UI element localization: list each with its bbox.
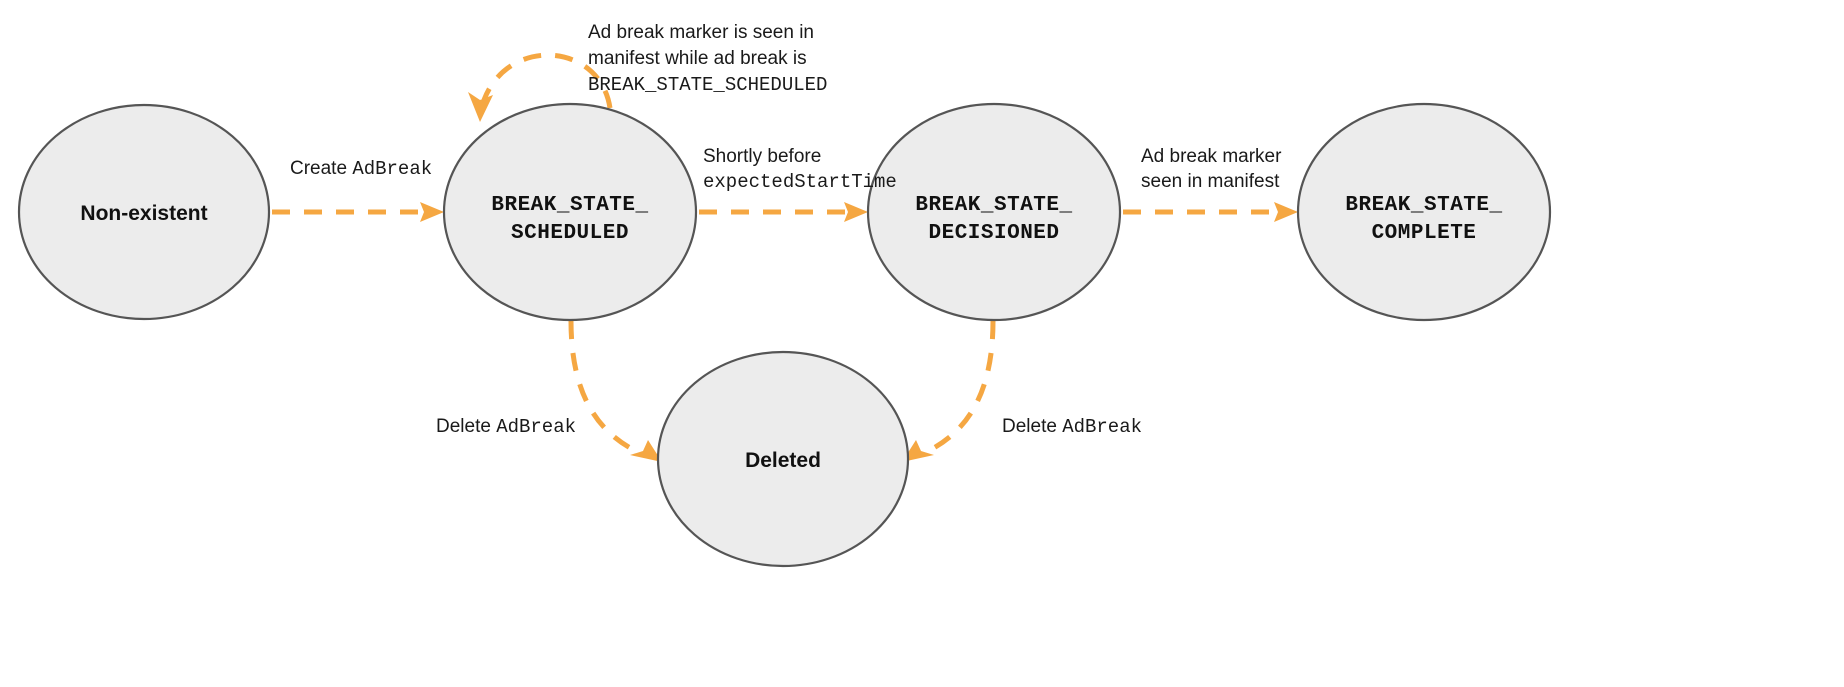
edge-delete-from-scheduled: [568, 320, 662, 462]
edge-label-shortly-before-line2: expectedStartTime: [703, 171, 897, 193]
edge-label-marker-seen-manifest: Ad break marker seen in manifest: [1141, 146, 1282, 192]
edge-create-adbreak-arrowhead: [420, 202, 444, 222]
edge-label-delete-from-decisioned: Delete AdBreak: [1002, 416, 1142, 438]
edge-label-create-adbreak: Create AdBreak: [290, 158, 432, 180]
edge-label-self-loop-line2: manifest while ad break is: [588, 48, 807, 69]
node-non-existent[interactable]: Non-existent: [17, 103, 271, 321]
node-break-state-complete-label-line2: COMPLETE: [1372, 222, 1477, 245]
edge-label-self-loop-line1: Ad break marker is seen in: [588, 22, 814, 43]
edge-marker-seen-manifest-arrowhead: [1274, 202, 1298, 222]
node-non-existent-label: Non-existent: [80, 202, 207, 225]
edge-shortly-before-arrowhead: [844, 202, 868, 222]
node-break-state-complete-shape[interactable]: [1296, 102, 1552, 322]
node-break-state-decisioned-shape[interactable]: [866, 102, 1122, 322]
edge-label-delete-from-scheduled: Delete AdBreak: [436, 416, 576, 438]
edge-delete-from-scheduled-path: [568, 320, 640, 455]
node-break-state-scheduled-label-line2: SCHEDULED: [511, 222, 629, 245]
node-break-state-decisioned[interactable]: BREAK_STATE_ DECISIONED: [866, 102, 1122, 322]
edge-self-loop-marker-seen-arrowhead: [468, 92, 493, 122]
edge-delete-from-scheduled-arrowhead: [630, 440, 662, 462]
edge-label-marker-seen-manifest-line1: Ad break marker: [1141, 146, 1282, 167]
edge-create-adbreak: [272, 202, 444, 222]
node-deleted-label: Deleted: [745, 449, 821, 472]
edge-label-self-loop-line3: BREAK_STATE_SCHEDULED: [588, 74, 827, 96]
edge-self-loop-marker-seen: [468, 52, 613, 122]
edge-label-shortly-before: Shortly before expectedStartTime: [703, 146, 897, 193]
edge-label-self-loop-marker-seen: Ad break marker is seen in manifest whil…: [588, 22, 827, 96]
edge-marker-seen-manifest: [1123, 202, 1298, 222]
node-break-state-complete[interactable]: BREAK_STATE_ COMPLETE: [1296, 102, 1552, 322]
node-break-state-scheduled-shape[interactable]: [442, 102, 698, 322]
node-break-state-scheduled[interactable]: BREAK_STATE_ SCHEDULED: [442, 102, 698, 322]
node-break-state-decisioned-label-line2: DECISIONED: [928, 222, 1059, 245]
node-break-state-scheduled-label-line1: BREAK_STATE_: [491, 194, 648, 217]
node-deleted[interactable]: Deleted: [656, 350, 910, 568]
edge-delete-from-decisioned-arrowhead: [902, 440, 934, 462]
edge-delete-from-decisioned: [902, 320, 996, 462]
edge-label-marker-seen-manifest-line2: seen in manifest: [1141, 171, 1280, 192]
edge-label-shortly-before-line1: Shortly before: [703, 146, 821, 167]
edge-label-delete-from-decisioned-line1: Delete AdBreak: [1002, 416, 1142, 438]
node-break-state-complete-label-line1: BREAK_STATE_: [1345, 194, 1502, 217]
edge-shortly-before: [699, 202, 868, 222]
node-non-existent-shape[interactable]: [17, 103, 271, 321]
node-break-state-decisioned-label-line1: BREAK_STATE_: [915, 194, 1072, 217]
edge-delete-from-decisioned-path: [924, 320, 996, 455]
edge-label-create-adbreak-line1: Create AdBreak: [290, 158, 432, 180]
node-deleted-shape[interactable]: [656, 350, 910, 568]
edge-label-delete-from-scheduled-line1: Delete AdBreak: [436, 416, 576, 438]
